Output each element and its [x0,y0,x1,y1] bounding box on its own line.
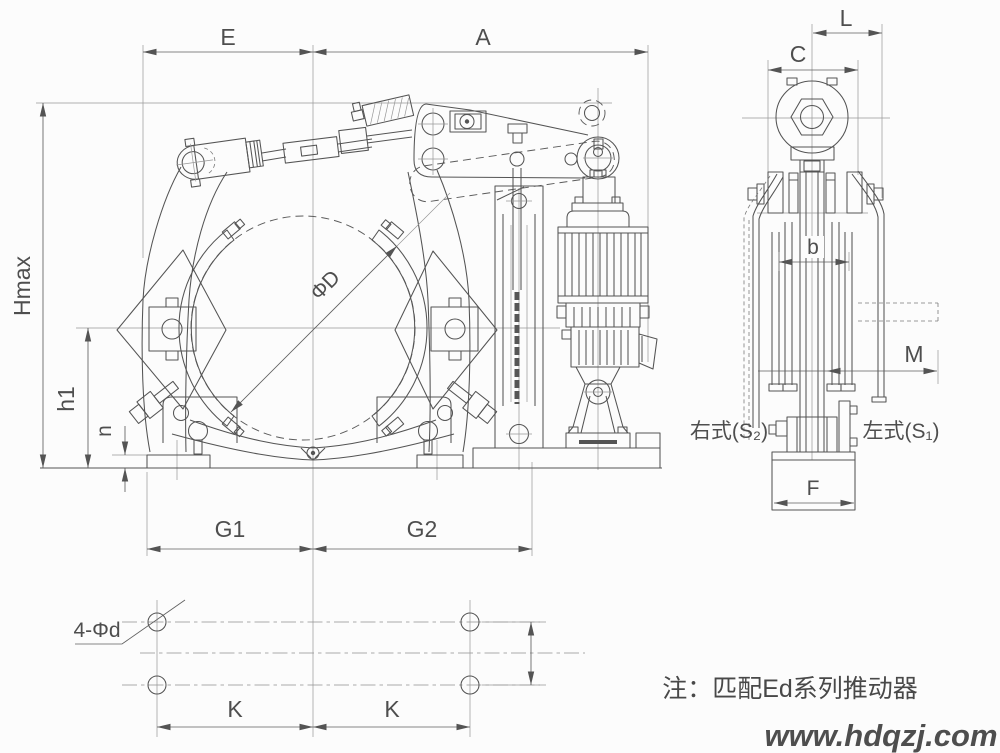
thruster-filler-spout [638,333,658,370]
side-column [768,172,858,453]
side-view: L C b M F 右式(S₂) 左式(S₁) [690,5,940,511]
left-config-label: 左式(S₁) [862,420,939,443]
dim-label-Hmax: Hmax [9,255,35,316]
thruster [556,169,658,449]
lever-arm [409,99,620,290]
shoe-holders [116,249,498,424]
front-view-centerlines [36,45,649,737]
side-hanger-arms [743,170,887,440]
note-text: 注：匹配Ed系列推动器 [662,675,918,703]
front-base [40,432,662,469]
thruster-spring-block [582,176,616,204]
dimension-h1: h1 [53,328,92,468]
dim-label-b: b [807,236,819,259]
side-wheel-dashed [858,302,939,322]
dim-label-C: C [790,41,807,67]
right-config-label: 右式(S₂) [690,420,768,443]
dim-label-L: L [840,5,853,31]
dimension-F: F [774,477,854,507]
side-cylinder-end [775,77,849,173]
dimension-C: C [768,41,858,74]
side-base [771,451,856,511]
dim-label-drum-diameter: ΦD [306,266,345,305]
dimension-A: A [313,24,648,56]
dim-label-G2: G2 [407,516,438,542]
dimension-drum-diameter: ΦD [230,192,451,413]
dimension-n: n [93,425,129,492]
dim-label-M: M [904,341,923,367]
dim-label-h1: h1 [53,386,79,412]
release-linkage [176,94,415,188]
right-adjuster-bolt [447,380,498,424]
watermark-link[interactable]: www.hdqzj.com [764,718,997,753]
mounting-holes [147,612,480,695]
dimension-G1: G1 [147,516,313,553]
dimension-K-right: K [313,696,470,731]
dim-label-K-left: K [227,696,243,722]
holes-callout: 4-Φd [73,599,186,645]
dimension-E: E [143,24,313,56]
holes-label: 4-Φd [73,619,120,642]
dimension-L: L [813,5,882,37]
mounting-centerlines [122,600,585,737]
guide-column [494,185,544,449]
lever-released-outline [409,140,615,203]
dimension-b: b [778,236,850,271]
dimension-Hmax: Hmax [9,103,47,468]
side-view-centerlines [742,24,939,460]
adjusting-wedge [350,94,415,127]
hex-nut [790,98,834,136]
dimension-G2: G2 [313,516,532,553]
dim-label-F: F [807,477,820,500]
dim-label-E: E [220,24,235,50]
dim-label-G1: G1 [215,516,246,542]
dim-label-K-right: K [384,696,400,722]
dimension-M: M [758,341,937,375]
dim-label-A: A [475,24,491,50]
mounting-hole-view: 4-Φd K K [73,599,585,737]
dim-label-n: n [93,425,116,437]
brake-arms [141,166,471,453]
left-adjuster-bolt [128,380,179,424]
dimension-K-left: K [157,696,313,731]
